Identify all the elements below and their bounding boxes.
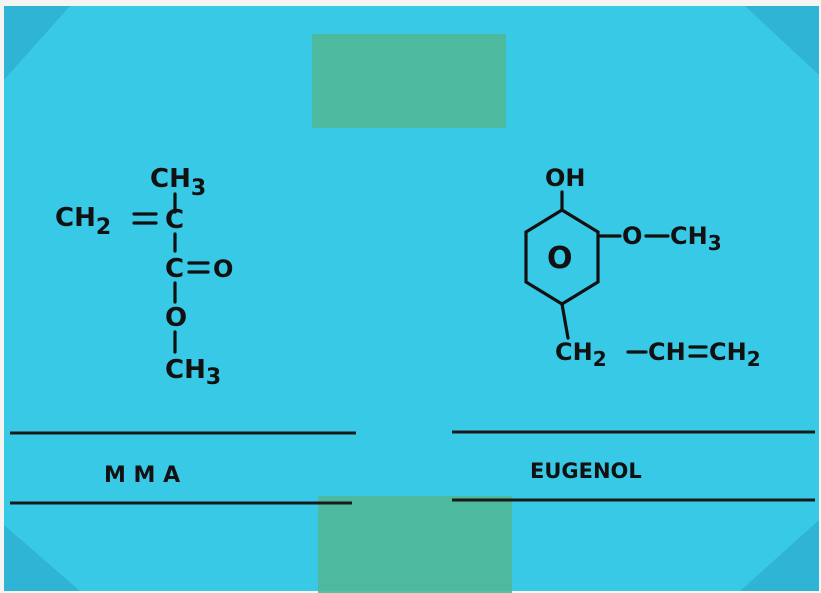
svg-text:CH2: CH2 bbox=[709, 338, 761, 371]
svg-text:CH3: CH3 bbox=[670, 222, 722, 255]
eugenol-allyl-end: CH bbox=[709, 338, 747, 366]
eugenol-methoxy-subscript: 3 bbox=[708, 231, 722, 255]
svg-text:CH2: CH2 bbox=[555, 338, 607, 371]
tape-bottom bbox=[318, 496, 512, 593]
mma-bottom-methyl-label: CH bbox=[165, 355, 206, 385]
mma-top-methyl-label: CH bbox=[150, 164, 191, 194]
eugenol-allyl-end-subscript: 2 bbox=[747, 347, 761, 371]
svg-text:CH3: CH3 bbox=[165, 355, 221, 390]
eugenol-allyl-ch2-subscript: 2 bbox=[593, 347, 607, 371]
eugenol-allyl-ch: CH bbox=[648, 338, 686, 366]
corner-shade-bottom-right bbox=[740, 520, 819, 591]
corner-shade-top-left bbox=[4, 6, 70, 80]
tape-top bbox=[312, 34, 506, 128]
mma-ester-oxygen: O bbox=[165, 303, 187, 333]
eugenol-structure: OH O O CH3 CH2 CH CH2 bbox=[524, 164, 761, 371]
mma-carbonyl-carbon: C bbox=[165, 254, 184, 284]
eugenol-methoxy-oxygen: O bbox=[622, 222, 642, 250]
eugenol-allyl-ch2: CH bbox=[555, 338, 593, 366]
eugenol-ring-label: O bbox=[547, 241, 573, 276]
corner-shade-bottom-left bbox=[4, 525, 80, 591]
mma-alpha-carbon: C bbox=[165, 205, 184, 235]
eugenol-bond-allyl bbox=[560, 302, 570, 340]
svg-text:CH3: CH3 bbox=[150, 164, 206, 201]
eugenol-caption: EUGENOL bbox=[530, 459, 642, 483]
mma-carbonyl-oxygen: O bbox=[213, 255, 233, 283]
svg-text:CH2: CH2 bbox=[55, 203, 111, 240]
mma-structure: CH3 CH2 C C O O CH3 bbox=[55, 164, 233, 390]
corner-shade-top-right bbox=[745, 6, 819, 75]
mma-caption: M M A bbox=[104, 463, 180, 488]
mma-top-methyl-subscript: 3 bbox=[191, 176, 206, 201]
mma-bottom-methyl-subscript: 3 bbox=[206, 365, 221, 390]
mma-methylene-subscript: 2 bbox=[96, 215, 111, 240]
eugenol-hydroxyl: OH bbox=[545, 164, 586, 192]
eugenol-methoxy-carbon: CH bbox=[670, 222, 708, 250]
mma-methylene-label: CH bbox=[55, 203, 96, 233]
